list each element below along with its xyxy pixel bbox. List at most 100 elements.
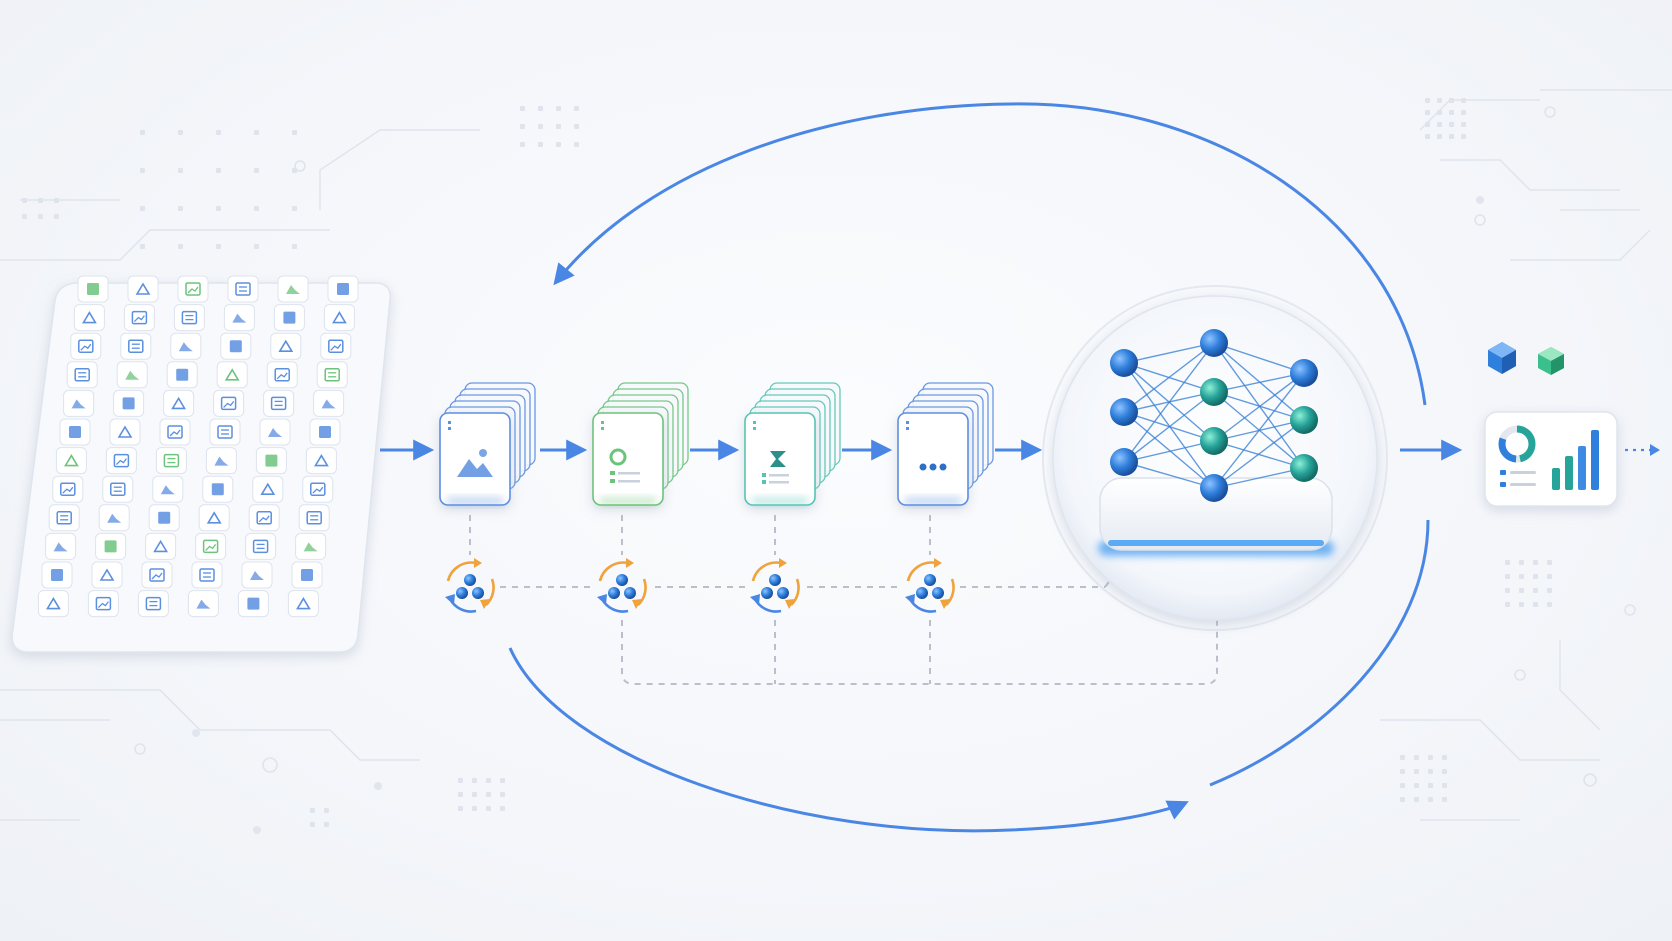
- dot-grid-pattern: [22, 98, 1552, 827]
- dataset-tile: [159, 418, 191, 446]
- feedback-arrow-bottom: [508, 647, 1189, 833]
- grid-dot: [292, 130, 297, 135]
- blue-cube-icon: [1488, 342, 1516, 374]
- grid-dot: [556, 142, 561, 147]
- dataset-tile: [63, 389, 95, 417]
- analytics-dashboard-icon: [1484, 411, 1618, 507]
- green-cube-icon: [1538, 347, 1564, 375]
- dataset-tile: [52, 475, 84, 503]
- grid-dot: [38, 198, 43, 203]
- grid-dot: [1437, 98, 1442, 103]
- network-edge: [1123, 440, 1215, 463]
- grid-dot: [1425, 122, 1430, 127]
- grid-dot: [556, 106, 561, 111]
- network-node: [1200, 427, 1228, 455]
- network-node: [1290, 454, 1318, 482]
- grid-dot: [1428, 797, 1433, 802]
- dataset-tile: [123, 304, 155, 332]
- dataset-tile: [120, 332, 152, 360]
- grid-dot: [1519, 560, 1524, 565]
- grid-dot: [458, 778, 463, 783]
- dataset-board: [11, 275, 391, 653]
- ellipsis-card-stack-icon: [897, 382, 994, 506]
- dataset-tile: [116, 361, 148, 389]
- dataset-tile: [227, 275, 259, 303]
- network-edge: [1123, 342, 1215, 413]
- dataset-tile: [298, 504, 330, 532]
- grid-dot: [458, 806, 463, 811]
- grid-dot: [22, 198, 27, 203]
- dataset-tile: [291, 561, 323, 589]
- grid-dot: [1449, 134, 1454, 139]
- grid-dot: [1428, 783, 1433, 788]
- grid-dot: [1442, 755, 1447, 760]
- grid-dot: [254, 206, 259, 211]
- dataset-tile: [109, 418, 141, 446]
- dataset-tile: [98, 504, 130, 532]
- dataset-tile: [155, 447, 187, 475]
- dataset-tile: [173, 304, 205, 332]
- dataset-tile: [198, 504, 230, 532]
- grid-dot: [1533, 602, 1538, 607]
- dataset-tile: [220, 332, 252, 360]
- grid-dot: [574, 142, 579, 147]
- dataset-tile: [102, 475, 134, 503]
- grid-dot: [1449, 122, 1454, 127]
- network-node: [1200, 474, 1228, 502]
- grid-dot: [1400, 783, 1405, 788]
- sampling-cycle-icon: [445, 558, 495, 613]
- pipeline-stages: [439, 382, 994, 506]
- dataset-tile: [48, 504, 80, 532]
- grid-dot: [574, 124, 579, 129]
- grid-dot: [1547, 588, 1552, 593]
- grid-dot: [472, 806, 477, 811]
- grid-dot: [1437, 110, 1442, 115]
- network-edge: [1123, 342, 1215, 364]
- grid-dot: [1533, 560, 1538, 565]
- dataset-tile: [45, 532, 77, 560]
- grid-dot: [178, 244, 183, 249]
- network-edge: [1123, 461, 1215, 489]
- grid-dot: [1449, 98, 1454, 103]
- grid-dot: [486, 778, 491, 783]
- dataset-tile: [277, 275, 309, 303]
- grid-dot: [538, 106, 543, 111]
- grid-dot: [1437, 122, 1442, 127]
- dataset-tile: [145, 532, 177, 560]
- grid-dot: [1437, 134, 1442, 139]
- dataset-tile: [137, 590, 169, 618]
- grid-dot: [310, 808, 315, 813]
- grid-dot: [178, 206, 183, 211]
- dataset-tile: [209, 418, 241, 446]
- grid-dot: [472, 778, 477, 783]
- grid-dot: [1400, 797, 1405, 802]
- grid-dot: [1519, 602, 1524, 607]
- grid-dot: [140, 244, 145, 249]
- grid-dot: [1461, 122, 1466, 127]
- dataset-tile: [113, 389, 145, 417]
- grid-dot: [1461, 110, 1466, 115]
- neural-network-icon: [1042, 285, 1388, 631]
- feature-card-stack-icon: [592, 382, 689, 506]
- grid-dot: [486, 792, 491, 797]
- grid-dot: [458, 792, 463, 797]
- network-edge: [1213, 342, 1305, 374]
- grid-dot: [292, 206, 297, 211]
- dataset-tile: [323, 304, 355, 332]
- grid-dot: [254, 168, 259, 173]
- network-node: [1290, 359, 1318, 387]
- grid-dot: [1425, 98, 1430, 103]
- grid-dot: [310, 822, 315, 827]
- dataset-tile: [191, 561, 223, 589]
- dataset-tile: [266, 361, 298, 389]
- grid-dot: [1547, 574, 1552, 579]
- dataset-tile: [77, 275, 109, 303]
- grid-dot: [1414, 797, 1419, 802]
- grid-dot: [1547, 560, 1552, 565]
- grid-dot: [1428, 769, 1433, 774]
- grid-dot: [1428, 755, 1433, 760]
- augmented-card-stack-icon: [744, 382, 841, 506]
- circuit-background: [0, 89, 1672, 834]
- dataset-tile: [255, 447, 287, 475]
- dataset-tile: [87, 590, 119, 618]
